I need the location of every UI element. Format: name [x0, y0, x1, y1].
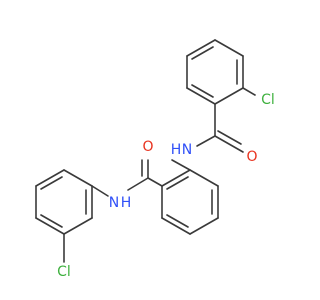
bond [191, 46, 214, 60]
bond [191, 84, 214, 98]
bond [35, 169, 65, 187]
atom-label-chlorine: Cl [261, 92, 275, 108]
atom-label-oxygen: O [246, 149, 257, 165]
bond [189, 169, 219, 187]
atom-label-nitrogen: N [182, 142, 192, 158]
atom-label-amide-nitrogen: N H [109, 195, 132, 211]
bond [166, 214, 189, 228]
bond [186, 87, 216, 105]
bond [127, 177, 149, 191]
bond [171, 159, 191, 171]
bond [63, 217, 93, 235]
bond [40, 176, 63, 190]
bond [214, 39, 244, 57]
bond [189, 217, 219, 235]
bond [161, 217, 191, 235]
bond [35, 217, 65, 235]
atom-label-nitrogen: N [109, 195, 119, 211]
bond [196, 135, 216, 147]
bond [242, 87, 256, 96]
bond [91, 185, 109, 197]
atom-label-hydrogen: H [121, 195, 132, 211]
bond [186, 39, 216, 57]
bond [161, 169, 191, 187]
bond [147, 177, 163, 187]
bond [40, 214, 63, 228]
bond [166, 176, 189, 190]
atom-label-layer: Cl O H N O N H Cl [57, 92, 275, 280]
bond-layer [35, 39, 256, 263]
atom-label-amide-nitrogen: H N [171, 142, 193, 158]
atom-label-oxygen: O [142, 139, 153, 155]
atom-label-chlorine: Cl [57, 264, 71, 280]
bond [214, 87, 244, 105]
atom-label-hydrogen: H [171, 142, 182, 158]
bond [214, 135, 244, 153]
bond [217, 130, 242, 145]
bond [63, 169, 93, 187]
chemical-structure: Cl O H N O N H Cl [35, 39, 275, 280]
